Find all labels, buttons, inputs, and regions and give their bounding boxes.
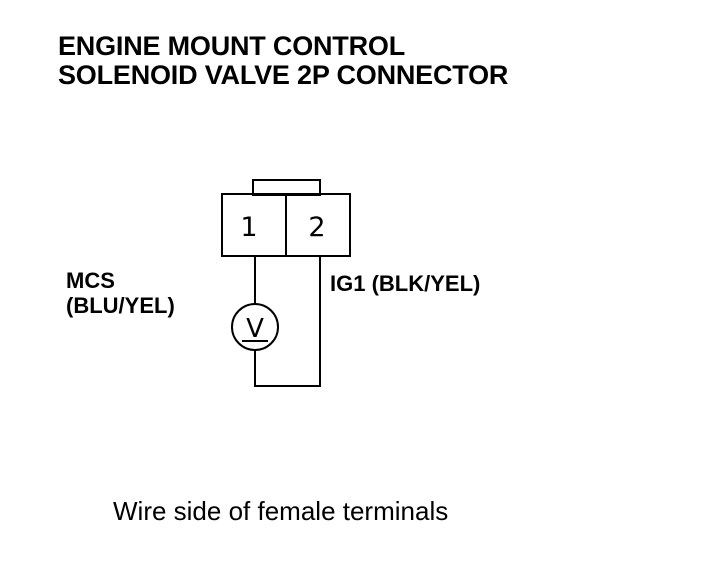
connector-lock-tab — [252, 179, 321, 196]
voltmeter-symbol: V — [246, 314, 264, 344]
voltmeter-icon — [231, 303, 279, 351]
ig1-wire-label: IG1 (BLK/YEL) — [330, 271, 481, 296]
mcs-wire-label: MCS (BLU/YEL) — [66, 268, 175, 318]
diagram-title: ENGINE MOUNT CONTROL SOLENOID VALVE 2P C… — [58, 32, 508, 90]
mcs-wire-name: MCS — [66, 268, 115, 293]
diagram-caption: Wire side of female terminals — [113, 496, 449, 526]
pin-2-label: 2 — [308, 212, 325, 243]
test-wire-return — [254, 256, 321, 387]
title-line-1: ENGINE MOUNT CONTROL — [58, 31, 405, 61]
pin-1-label: 1 — [240, 212, 257, 243]
title-line-2: SOLENOID VALVE 2P CONNECTOR — [58, 60, 509, 90]
mcs-wire-color: (BLU/YEL) — [66, 293, 175, 318]
